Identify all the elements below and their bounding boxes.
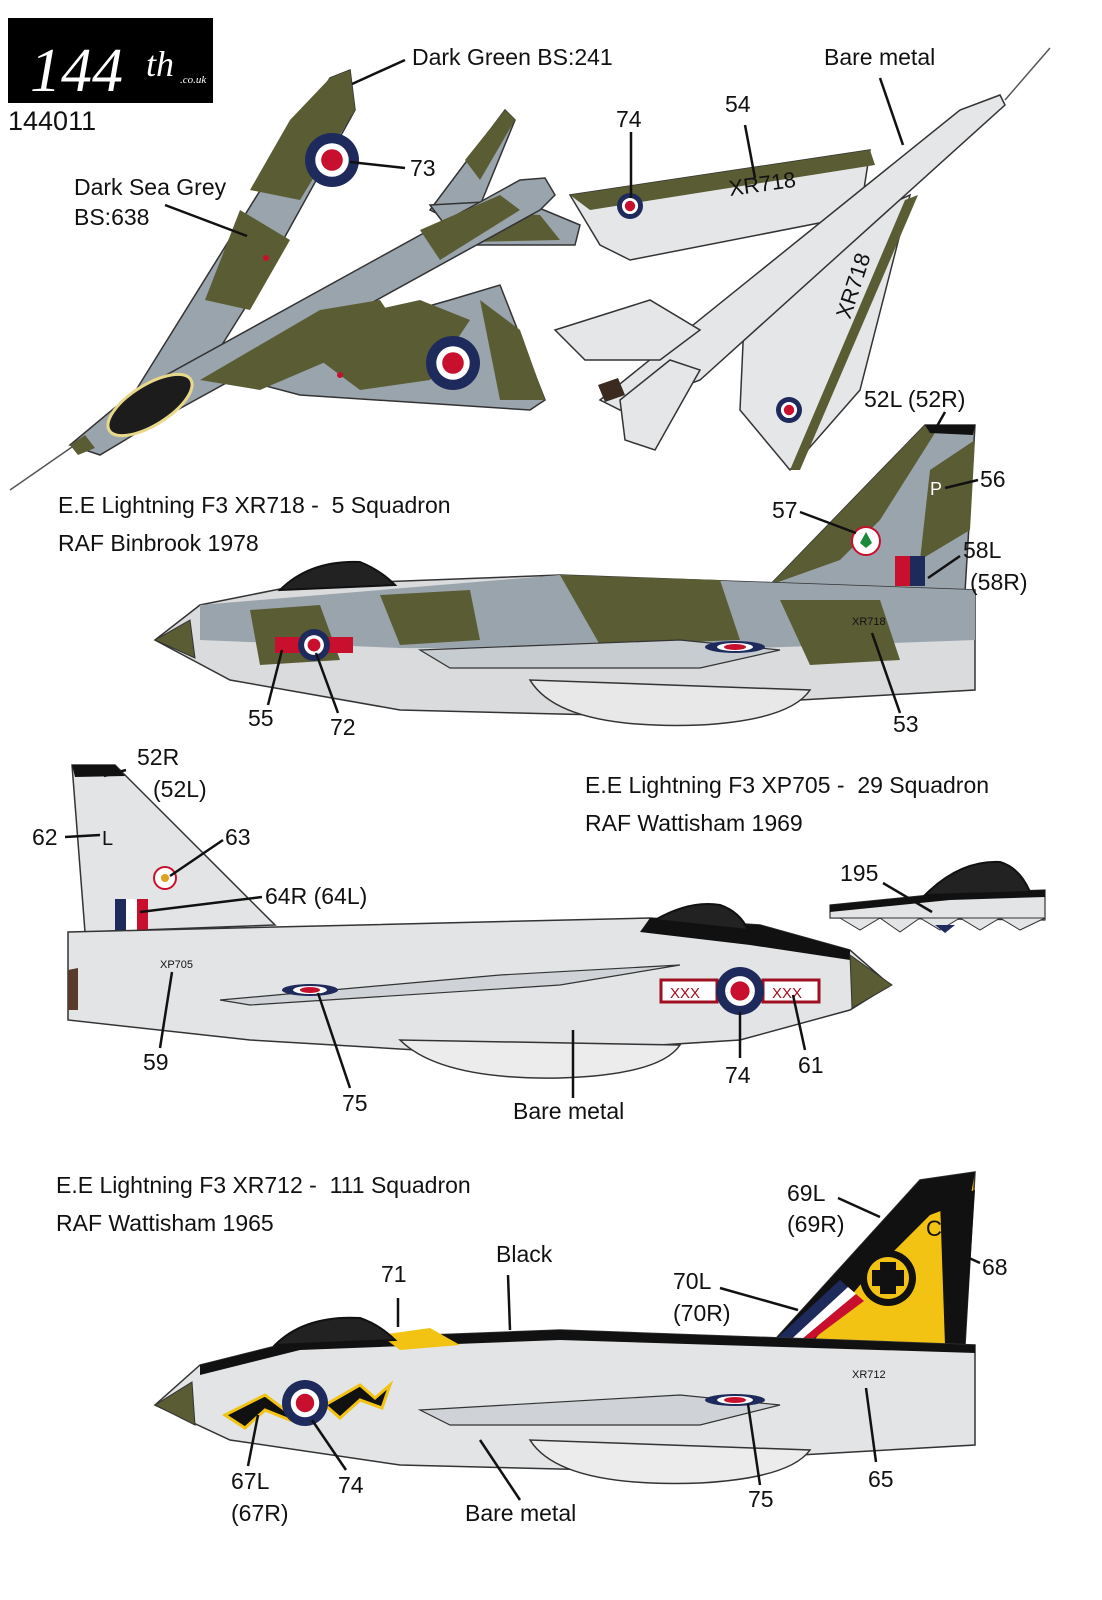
callout-69r: (69R) xyxy=(787,1211,845,1237)
callout-54: 54 xyxy=(725,91,751,117)
callout-74-underside: 74 xyxy=(616,106,642,132)
label-bare-metal-bottom: Bare metal xyxy=(465,1500,577,1526)
logo-domain: .co.uk xyxy=(180,74,207,86)
callout-57: 57 xyxy=(772,497,798,523)
callout-72: 72 xyxy=(330,714,356,740)
callout-65: 65 xyxy=(868,1466,894,1492)
xr718-fuselage-roundel xyxy=(298,629,330,661)
xp705-fin-letter: L xyxy=(102,828,113,850)
top-view-aircraft xyxy=(9,68,581,491)
callout-68: 68 xyxy=(982,1254,1008,1280)
xp705-side-serial: XP705 xyxy=(160,959,193,971)
underside-fuselage xyxy=(598,94,1006,411)
callout-53: 53 xyxy=(893,711,919,737)
callout-61: 61 xyxy=(798,1052,824,1078)
callout-64r-64l: 64R (64L) xyxy=(265,883,368,909)
catalog-number: 144011 xyxy=(8,106,97,136)
label-dark-sea-grey-line2: BS:638 xyxy=(74,204,150,230)
callout-52l-paren: (52L) xyxy=(153,776,207,802)
underside-view-aircraft: XR718 XR718 xyxy=(553,47,1051,472)
underside-roundel-right xyxy=(776,397,802,423)
callout-62: 62 xyxy=(32,824,58,850)
callout-63: 63 xyxy=(225,824,251,850)
label-bare-metal-mid: Bare metal xyxy=(513,1098,625,1124)
callout-56: 56 xyxy=(980,466,1006,492)
callout-70l: 70L xyxy=(673,1268,712,1294)
callout-74-xr712: 74 xyxy=(338,1472,364,1498)
callout-69l: 69L xyxy=(787,1180,826,1206)
title-xr718: E.E Lightning F3 XR718 - 5 Squadron RAF … xyxy=(58,492,451,556)
label-bare-metal-top: Bare metal xyxy=(824,44,936,70)
top-view-roundel-right xyxy=(426,336,480,390)
callout-71: 71 xyxy=(381,1261,407,1287)
callout-58l: 58L xyxy=(963,537,1002,563)
logo-suffix: th xyxy=(146,44,175,84)
callout-75-xr712: 75 xyxy=(748,1486,774,1512)
callout-67l: 67L xyxy=(231,1468,270,1494)
callout-55: 55 xyxy=(248,705,274,731)
callout-70r: (70R) xyxy=(673,1300,731,1326)
xr718-fin-letter: P xyxy=(930,479,942,499)
xr712-fuselage-roundel xyxy=(282,1380,328,1426)
top-view-roundel-left xyxy=(305,133,359,187)
xr712-side-serial: XR712 xyxy=(852,1369,886,1381)
xr718-side-serial: XR718 xyxy=(852,616,886,628)
callout-74-xp705: 74 xyxy=(725,1062,751,1088)
label-black: Black xyxy=(496,1241,553,1267)
xp705-xxx-left: XXX xyxy=(670,985,700,1002)
callout-75-xp705: 75 xyxy=(342,1090,368,1116)
title-xr712: E.E Lightning F3 XR712 - 111 Squadron RA… xyxy=(56,1172,471,1236)
xr718-side-view: P XR718 xyxy=(153,424,976,727)
leader-lines xyxy=(64,58,981,1501)
callout-52r: 52R xyxy=(137,744,180,770)
xr712-side-view: C XR712 xyxy=(153,1171,976,1485)
xp705-fuselage-roundel xyxy=(716,967,764,1015)
label-dark-sea-grey-line1: Dark Sea Grey xyxy=(74,174,227,200)
callout-59: 59 xyxy=(143,1049,169,1075)
xr712-fin-letter: C xyxy=(926,1216,942,1241)
callout-67r: (67R) xyxy=(231,1500,289,1526)
callout-73: 73 xyxy=(410,155,436,181)
callout-195: 195 xyxy=(840,860,879,886)
callout-58r: (58R) xyxy=(970,569,1028,595)
label-dark-green: Dark Green BS:241 xyxy=(412,44,613,70)
xp705-side-view: L XXX XXX XP705 xyxy=(67,764,1046,1079)
xp705-nose-inset xyxy=(829,860,1046,933)
xp705-xxx-right: XXX xyxy=(772,985,802,1002)
brand-logo: 144 th .co.uk xyxy=(8,18,213,103)
title-xp705: E.E Lightning F3 XP705 - 29 Squadron RAF… xyxy=(585,772,990,836)
logo-number: 144 xyxy=(30,37,123,105)
callout-52l-52r: 52L (52R) xyxy=(864,386,966,412)
